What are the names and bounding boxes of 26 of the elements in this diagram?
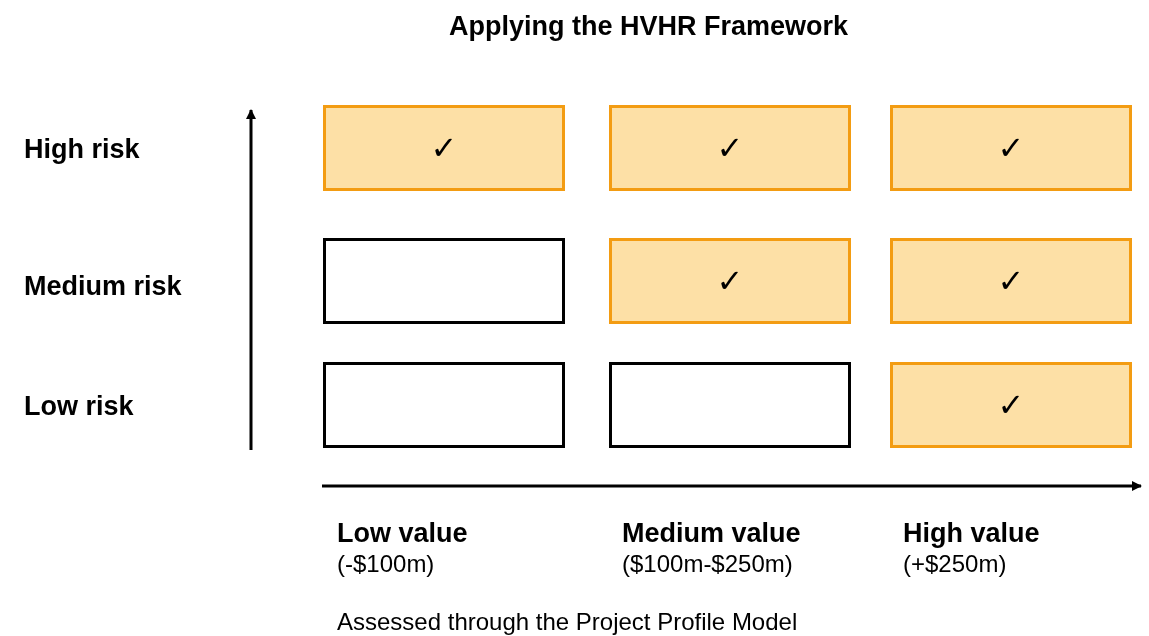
axis-category-label: Medium value [622,517,801,550]
axis-note: (-$100m) [337,549,435,579]
check-mark: ✓ [997,128,1025,169]
axis-note: Assessed through the Project Profile Model [337,607,798,636]
axis-category-label: High risk [24,133,140,166]
check-mark: ✓ [997,261,1025,302]
axis-category-label: Medium risk [24,270,182,303]
axis-note: ($100m-$250m) [622,549,793,579]
check-mark: ✓ [716,261,744,302]
check-mark: ✓ [716,128,744,169]
axis-note: (+$250m) [903,549,1007,579]
checked-cell [609,105,851,191]
checked-cell [890,362,1132,448]
empty-cell [609,362,851,448]
empty-cell [323,362,565,448]
axis-category-label: Low value [337,517,468,550]
checked-cell [890,238,1132,324]
axis-category-label: High value [903,517,1040,550]
empty-cell [323,238,565,324]
checked-cell [609,238,851,324]
check-mark: ✓ [430,128,458,169]
diagram-title: Applying the HVHR Framework [449,10,849,43]
axis-category-label: Low risk [24,390,134,423]
checked-cell [890,105,1132,191]
check-mark: ✓ [997,385,1025,426]
checked-cell [323,105,565,191]
